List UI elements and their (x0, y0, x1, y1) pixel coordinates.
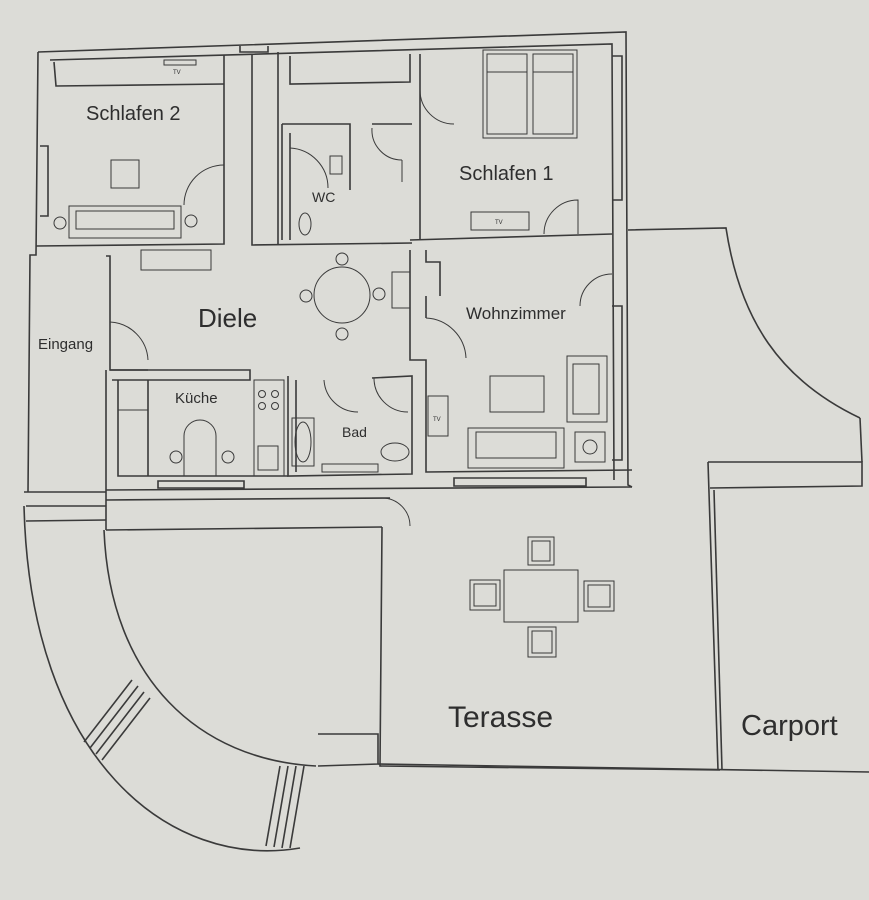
chair (527, 626, 557, 658)
door-swing (371, 127, 403, 161)
bathtub (291, 417, 315, 467)
room-wc: WC (239, 46, 413, 246)
door-swing (109, 321, 149, 361)
room-label-eingang: Eingang (38, 336, 93, 353)
door-swing (323, 379, 359, 413)
patio-table (503, 569, 579, 623)
door-swing (289, 147, 329, 189)
room-label-diele: Diele (198, 303, 257, 333)
stove-burner (271, 390, 279, 398)
sink (329, 155, 343, 175)
room-label-kueche: Küche (175, 390, 218, 407)
chair (372, 287, 386, 301)
round-table (313, 266, 371, 324)
room-bad: Bad (287, 375, 413, 477)
coffee-table (489, 375, 545, 413)
door-swing (543, 199, 579, 235)
fridge (183, 419, 217, 476)
tv-unit (163, 59, 197, 66)
garden-curve (627, 227, 863, 463)
area-carport: Carport (707, 461, 863, 771)
door-swing (373, 377, 409, 413)
room-label-wohnzimmer: Wohnzimmer (466, 304, 566, 323)
door-swing (425, 317, 467, 359)
stove-burner (258, 390, 266, 398)
room-label-schlafen-2: Schlafen 2 (86, 103, 181, 125)
side-table (574, 431, 606, 463)
tv-label: TV (433, 417, 441, 423)
table (110, 159, 140, 189)
room-schlafen-1: TV Schlafen 1 (409, 49, 623, 241)
door-swing (183, 164, 225, 206)
kitchen-counter (253, 379, 285, 477)
room-kueche: Küche (110, 369, 288, 489)
stove-burner (258, 402, 266, 410)
area-label-terasse: Terasse (448, 701, 553, 734)
chair (299, 289, 313, 303)
door-swing (419, 89, 455, 125)
bed (68, 205, 182, 239)
tv-unit (427, 395, 449, 437)
sink (380, 442, 410, 462)
door-swing (579, 273, 613, 307)
door-swing (381, 497, 411, 527)
tv-label: TV (173, 70, 181, 76)
double-bed (482, 49, 578, 139)
curved-walkway (23, 505, 379, 852)
chair (469, 579, 501, 611)
room-wohnzimmer: TV Wohnzimmer (409, 250, 633, 487)
tv-label: TV (495, 220, 503, 226)
wardrobe (140, 249, 212, 271)
area-terasse: Terasse (377, 526, 869, 773)
room-diele: Diele Eingang (38, 249, 411, 371)
chair (335, 252, 349, 266)
nightstand-lamp (184, 214, 198, 228)
nightstand-lamp (53, 216, 67, 230)
room-schlafen-2: TV Schlafen 2 (35, 55, 225, 247)
room-label-wc: WC (312, 189, 335, 205)
outer-walls (24, 31, 633, 531)
armchair (566, 355, 608, 423)
chair (527, 536, 555, 566)
oven (257, 445, 279, 471)
stove-burner (271, 402, 279, 410)
toilet (298, 212, 312, 236)
room-label-bad: Bad (342, 424, 367, 440)
chair (583, 580, 615, 612)
tv-unit (470, 211, 530, 231)
chair (335, 327, 349, 341)
room-label-schlafen-1: Schlafen 1 (459, 163, 554, 185)
area-label-carport: Carport (741, 710, 838, 742)
sofa (467, 427, 565, 469)
